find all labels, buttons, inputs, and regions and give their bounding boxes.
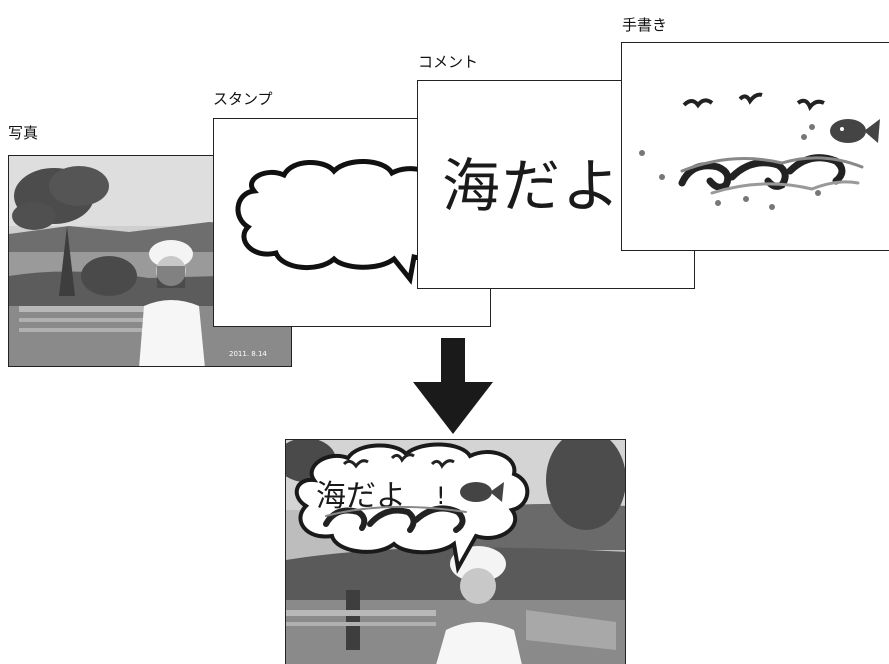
- wave-icon: [323, 505, 467, 533]
- result-image: 海だよ !: [286, 440, 625, 664]
- label-handwriting: 手書き: [622, 16, 668, 34]
- label-photo: 写真: [8, 124, 39, 142]
- wave-icon: [678, 154, 864, 195]
- comment-text: 海だよ: [442, 152, 623, 220]
- photo-date-stamp: 2011. 8.14: [229, 350, 267, 358]
- fish-icon: [830, 119, 880, 143]
- bird-icon: [738, 92, 763, 105]
- label-comment: コメント: [418, 53, 479, 71]
- bird-icon: [796, 98, 825, 112]
- bird-icon: [430, 459, 455, 469]
- bird-icon: [342, 459, 369, 469]
- comment-card: 海だよ: [417, 80, 695, 289]
- handwriting-drawing: [639, 92, 880, 210]
- result-photo: 海だよ !: [285, 439, 626, 664]
- fish-icon: [460, 482, 504, 502]
- result-bubble-exclaim: !: [436, 482, 446, 510]
- label-stamp: スタンプ: [213, 90, 273, 108]
- handwriting-card: [621, 42, 889, 251]
- bird-icon: [682, 98, 714, 109]
- bird-icon: [390, 453, 415, 463]
- down-arrow-icon: [413, 338, 493, 434]
